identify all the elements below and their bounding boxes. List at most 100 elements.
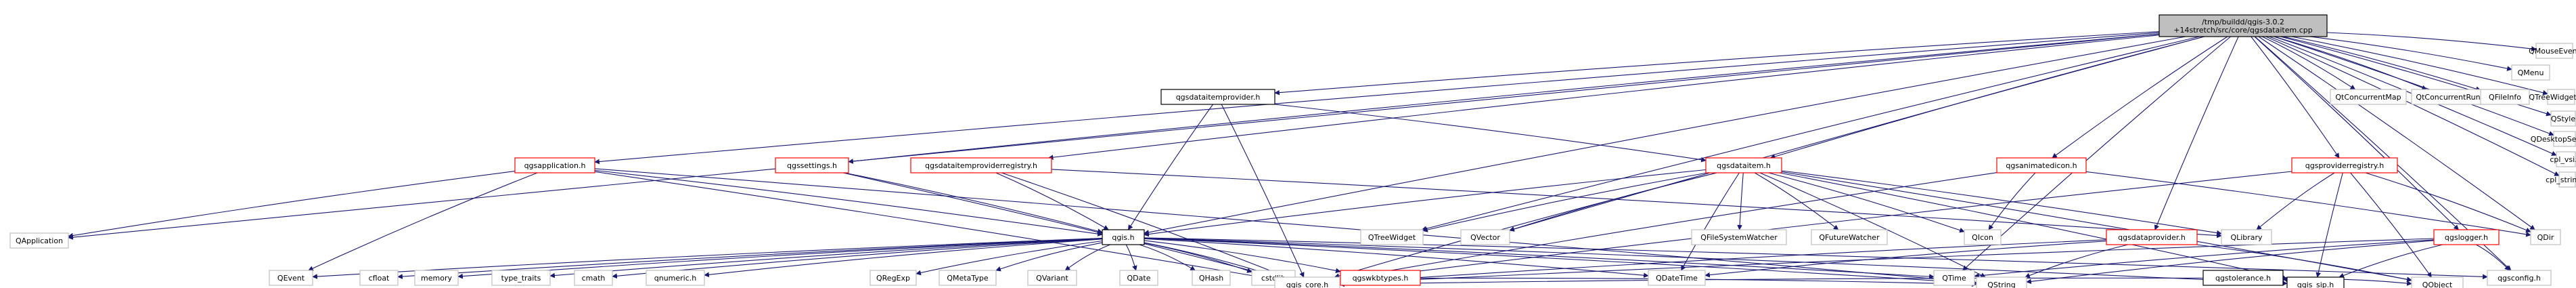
node-qgsdataprovider_h[interactable]: qgsdataprovider.h: [2106, 229, 2198, 245]
node-qgslogger_h[interactable]: qgslogger.h: [2433, 229, 2500, 245]
edge-qgssettings_h-to-qgis_core_h: [842, 172, 1278, 279]
edge-qgis_h-to-qhash: [1139, 244, 1196, 271]
node-box-qgis_sip_h: [2286, 276, 2345, 288]
node-qgswkbtypes_h[interactable]: qgswkbtypes.h: [1340, 270, 1421, 286]
edge-root-to-qfileinfo: [2282, 36, 2481, 91]
node-label-qlibrary: QLibrary: [2230, 233, 2263, 242]
node-qgsapplication_h[interactable]: qgsapplication.h: [514, 157, 595, 173]
edge-qgslogger_h-to-qgsconfig_h: [2476, 244, 2510, 271]
node-box-qdesktopservices: [2553, 131, 2576, 147]
node-qtreewidgetitem: QTreeWidgetItem: [2529, 89, 2576, 105]
node-qgsproviderregistry_h[interactable]: qgsproviderregistry.h: [2291, 157, 2398, 173]
edge-root-to-qgsdataitemproviderregistry_h: [1047, 35, 2160, 161]
node-label-qgsdataprovider_h: qgsdataprovider.h: [2118, 233, 2186, 242]
node-box-type_traits: [491, 270, 551, 286]
node-qlibrary: QLibrary: [2221, 229, 2272, 245]
edge-qgsdataitem_h-to-qgis_sip_h: [1779, 172, 2288, 281]
node-box-cmath: [574, 270, 613, 286]
edge-qgsapplication_h-to-qgis_h: [594, 169, 1103, 236]
node-label-type_traits: type_traits: [501, 274, 541, 283]
edge-qgsapplication_h-to-qapplication: [68, 171, 516, 239]
node-label-qtime: QTime: [1942, 274, 1966, 283]
node-box-qgis_h: [1102, 229, 1145, 245]
node-qgstolerance_h[interactable]: qgstolerance.h: [2202, 270, 2284, 286]
node-box-qtreewidget: [1360, 229, 1424, 245]
node-box-qfilesystemwatcher: [1691, 229, 1787, 245]
edge-root-to-qgsanimatedicon_h: [2052, 36, 2228, 159]
node-label-qnumeric_h: qnumeric.h: [654, 274, 697, 283]
node-label-root-line-2: +14stretch/src/core/qgsdataitem.cpp: [2173, 26, 2312, 35]
node-qapplication: QApplication: [9, 232, 69, 249]
node-qstyle: QStyle: [2550, 110, 2576, 127]
edge-root-to-qdir: [2258, 36, 2535, 230]
node-label-qgsdataitemprovider_h: qgsdataitemprovider.h: [1176, 93, 1261, 102]
node-label-qvariant: QVariant: [1036, 274, 1068, 283]
node-qtreewidget: QTreeWidget: [1360, 229, 1424, 245]
edge-qgsproviderregistry_h-to-qdir: [2365, 172, 2531, 233]
edge-qgis_h-to-qgis_sip_h: [1144, 237, 2288, 286]
node-cpl_string_h: cpl_string.h: [2546, 171, 2576, 188]
node-label-qicon: QIcon: [1972, 233, 1993, 242]
node-label-qgssettings_h: qgssettings.h: [787, 161, 837, 170]
edge-qgslogger_h-to-qtime: [1974, 239, 2435, 279]
node-qvector: QVector: [1460, 229, 1510, 245]
edge-qgis_h-to-qnumeric_h: [704, 239, 1103, 278]
node-box-qmouseevent: [2535, 43, 2573, 59]
edge-qgis_h-to-memory: [457, 238, 1103, 279]
edge-qgstolerance_h-to-qgis_sip_h: [2282, 276, 2288, 283]
node-label-qgsdataitemproviderregistry_h: qgsdataitemproviderregistry.h: [925, 161, 1037, 170]
node-qgssettings_h[interactable]: qgssettings.h: [775, 157, 849, 173]
node-qgis_core_h: qgis_core.h: [1274, 276, 1340, 288]
edge-qgis_h-to-qgswkbtypes_h: [1144, 240, 1341, 274]
node-qfuturewatcher: QFutureWatcher: [1811, 229, 1888, 245]
node-box-qregexp: [869, 270, 917, 286]
edge-qgis_h-to-qgsconfig_h: [1144, 237, 2488, 280]
node-cpl_vsi_h: cpl_vsi.h: [2550, 151, 2576, 167]
edge-qgsdataitem_h-to-qicon: [1768, 172, 1965, 233]
node-label-qconcurrentmap: QtConcurrentMap: [2335, 93, 2401, 102]
nodes-layer: /tmp/buildd/qgis-3.0.2+14stretch/src/cor…: [9, 14, 2576, 288]
node-box-qgsanimatedicon_h: [1996, 157, 2087, 173]
edge-root-to-qdesktopservices: [2274, 36, 2554, 136]
node-root[interactable]: /tmp/buildd/qgis-3.0.2+14stretch/src/cor…: [2159, 14, 2328, 37]
node-box-qgswkbtypes_h: [1340, 270, 1421, 286]
node-qgis_sip_h[interactable]: qgis_sip.h: [2286, 276, 2345, 288]
node-box-qfuturewatcher: [1811, 229, 1888, 245]
edge-qgsapplication_h-to-qstring: [594, 168, 1977, 285]
node-qgsdataitem_h[interactable]: qgsdataitem.h: [1705, 157, 1782, 173]
node-label-qgis_core_h: qgis_core.h: [1286, 281, 1329, 288]
edge-qgsanimatedicon_h-to-qdir: [2085, 171, 2531, 237]
edge-root-to-qmouseevent: [2326, 32, 2537, 52]
edge-qgsproviderregistry_h-to-qgis_sip_h: [2315, 172, 2343, 278]
edge-qgsproviderregistry_h-to-qobject: [2350, 172, 2432, 278]
edge-qgsdataitem_h-to-qgis_core_h: [1334, 172, 1717, 279]
edges-layer: [68, 31, 2560, 287]
node-box-cpl_vsi_h: [2556, 151, 2576, 167]
node-qdate: QDate: [1119, 270, 1158, 286]
node-box-cpl_string_h: [2558, 171, 2576, 188]
node-qgsdataitemprovider_h[interactable]: qgsdataitemprovider.h: [1160, 89, 1275, 105]
node-box-qmetatype: [939, 270, 997, 286]
node-label-qgsdataitem_h: qgsdataitem.h: [1717, 161, 1771, 170]
node-qgis_h[interactable]: qgis.h: [1102, 229, 1145, 245]
edge-qgis_h-to-qmetatype: [995, 242, 1103, 272]
node-qfilesystemwatcher: QFileSystemWatcher: [1691, 229, 1787, 245]
node-label-qgis_sip_h: qgis_sip.h: [2297, 281, 2334, 288]
edge-qgsproviderregistry_h-to-qgis_core_h: [1339, 171, 2292, 283]
node-qgsanimatedicon_h[interactable]: qgsanimatedicon.h: [1996, 157, 2087, 173]
edge-root-to-cpl_string_h: [2265, 36, 2560, 176]
node-cmath: cmath: [574, 270, 613, 286]
node-box-qdatetime: [1648, 270, 1706, 286]
edge-qgsdataprovider_h-to-qgis_core_h: [1339, 239, 2107, 285]
node-qhash: QHash: [1192, 270, 1231, 286]
node-qstring: QString: [1976, 276, 2027, 288]
edge-qgsdataitemproviderregistry_h-to-qlibrary: [1051, 169, 2222, 239]
edge-qgis_h-to-qstring: [1144, 238, 1977, 286]
edge-root-to-qconcurrentmap: [2261, 36, 2356, 90]
node-box-cfloat: [359, 270, 399, 286]
node-qdesktopservices: QDesktopServices: [2531, 131, 2576, 147]
node-qgsdataitemproviderregistry_h[interactable]: qgsdataitemproviderregistry.h: [910, 157, 1052, 173]
edge-qgsanimatedicon_h-to-qicon: [1988, 172, 2036, 230]
node-box-qvector: [1460, 229, 1510, 245]
